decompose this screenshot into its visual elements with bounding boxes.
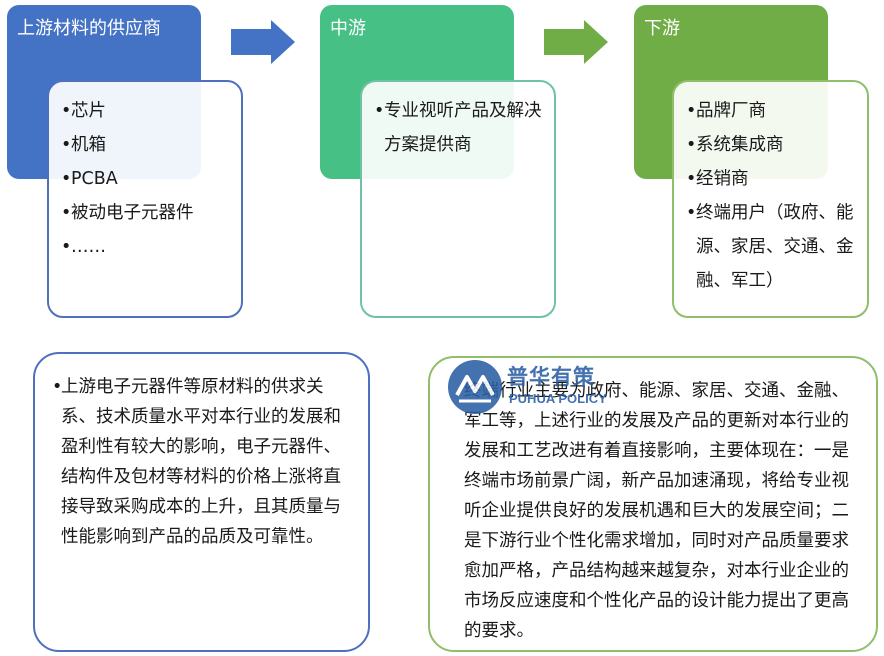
list-item: 经销商 [686,162,857,196]
logo-mark-icon [448,360,502,414]
downstream-item-list: 品牌厂商 系统集成商 经销商 终端用户（政府、能源、家居、交通、金融、军工） [686,94,857,298]
upstream-note-text: 上游电子元器件等原材料的供求关系、技术质量水平对本行业的发展和盈利性有较大的影响… [52,372,350,552]
logo-name-cn: 普华有策 [507,365,595,389]
list-item: PCBA [61,162,231,196]
list-item: 机箱 [61,128,231,162]
downstream-impact-note: 终端行业主要为政府、能源、家居、交通、金融、军工等，上述行业的发展及产品的更新对… [428,356,878,652]
midstream-title: 中游 [330,18,366,39]
list-item: 被动电子元器件 [61,196,231,230]
upstream-title: 上游材料的供应商 [17,18,161,39]
downstream-note-text: 终端行业主要为政府、能源、家居、交通、金融、军工等，上述行业的发展及产品的更新对… [464,381,849,641]
upstream-impact-note: 上游电子元器件等原材料的供求关系、技术质量水平对本行业的发展和盈利性有较大的影响… [33,352,370,652]
list-item: …… [61,230,231,264]
upstream-item-list: 芯片 机箱 PCBA 被动电子元器件 …… [61,94,231,264]
logo-name-en: PUHUA POLICY [509,391,607,406]
list-item: 终端用户（政府、能源、家居、交通、金融、军工） [686,196,857,298]
upstream-items-card: 芯片 机箱 PCBA 被动电子元器件 …… [47,80,243,318]
downstream-items-card: 品牌厂商 系统集成商 经销商 终端用户（政府、能源、家居、交通、金融、军工） [672,80,869,318]
midstream-items-card: 专业视听产品及解决方案提供商 [360,80,556,318]
right-arrow-icon [544,20,608,64]
list-item: 系统集成商 [686,128,857,162]
right-arrow-icon [231,20,295,64]
list-item: 芯片 [61,94,231,128]
downstream-title: 下游 [644,18,680,39]
midstream-item-list: 专业视听产品及解决方案提供商 [374,94,544,162]
watermark-logo: 普华有策 PUHUA POLICY [447,359,617,419]
list-item: 专业视听产品及解决方案提供商 [374,94,544,162]
list-item: 品牌厂商 [686,94,857,128]
